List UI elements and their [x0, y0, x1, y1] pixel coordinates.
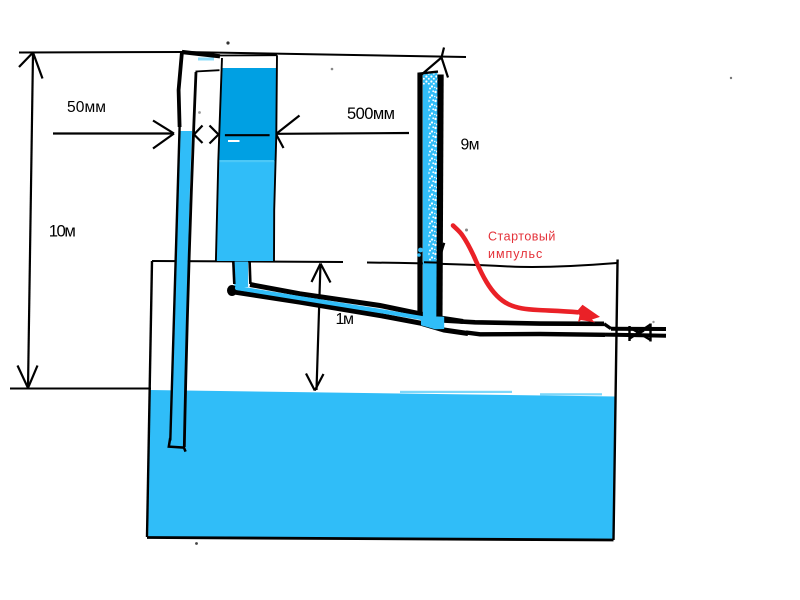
svg-text:10м: 10м — [49, 222, 76, 241]
svg-text:импульс: импульс — [488, 247, 542, 261]
svg-text:Стартовый: Стартовый — [488, 230, 555, 244]
svg-text:500мм: 500мм — [347, 105, 395, 123]
svg-text:50мм: 50мм — [67, 99, 106, 116]
svg-text:9м: 9м — [461, 137, 480, 154]
svg-text:1м: 1м — [336, 311, 355, 328]
